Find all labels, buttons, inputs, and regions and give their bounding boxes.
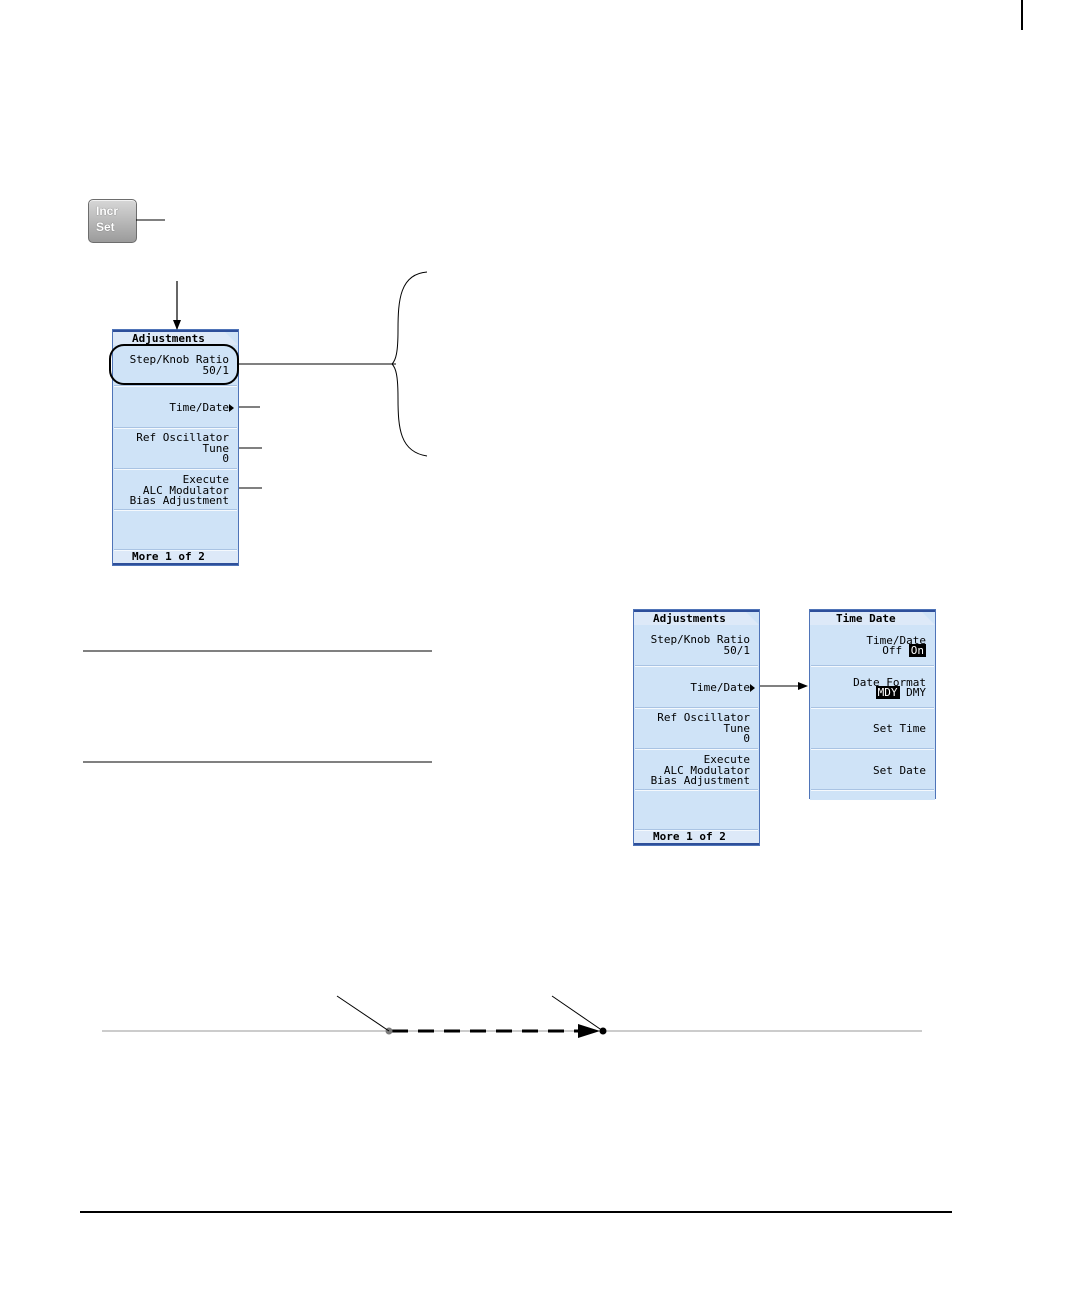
softkey-empty[interactable] <box>114 511 237 551</box>
end-point-leader <box>551 995 604 1032</box>
off-on-toggle: Off On <box>882 644 926 657</box>
submenu-arrow-icon <box>229 404 234 412</box>
submenu-arrow-icon <box>750 684 755 692</box>
softkey-date-format[interactable]: Date Format MDY DMY <box>811 667 934 709</box>
softkey-set-date[interactable]: Set Date <box>811 750 934 791</box>
menu-title: Adjustments <box>634 610 759 625</box>
dmy-option: DMY <box>906 686 926 699</box>
softkey-step-knob-ratio[interactable]: Step/Knob Ratio 50/1 <box>114 345 237 387</box>
adjustments-menu-right: Adjustments Step/Knob Ratio 50/1 Time/Da… <box>633 609 760 846</box>
softkey-empty[interactable] <box>635 791 758 831</box>
softkey-label: Step/Knob Ratio 50/1 <box>650 633 750 657</box>
hardkey-line1: Incr <box>96 204 119 218</box>
softkey-label: Time/Date <box>866 634 926 647</box>
menu-title: Time Date <box>810 610 935 625</box>
on-option-selected: On <box>908 644 926 657</box>
softkey-label: Time/Date <box>690 681 750 694</box>
softkey-time-date[interactable]: Time/Date <box>635 667 758 709</box>
softkey-ref-oscillator-tune[interactable]: Ref Oscillator Tune 0 <box>635 709 758 750</box>
menu-title: Adjustments <box>113 330 238 345</box>
softkey-label: Time/Date <box>169 401 229 414</box>
softkey-label: Set Time <box>873 722 926 735</box>
menu-bottom-strip <box>810 791 935 800</box>
hardkey-line2: Set <box>96 220 115 234</box>
softkey-set-time[interactable]: Set Time <box>811 709 934 750</box>
softkey-time-date[interactable]: Time/Date <box>114 387 237 429</box>
off-option: Off <box>882 644 903 657</box>
softkey-label: Date Format <box>853 676 926 689</box>
softkey-alc-modulator-bias[interactable]: Execute ALC Modulator Bias Adjustment <box>114 470 237 511</box>
more-1-of-2-key[interactable]: More 1 of 2 <box>113 551 238 565</box>
mdy-dmy-toggle: MDY DMY <box>875 686 926 699</box>
adjustments-menu-left: Adjustments Step/Knob Ratio 50/1 Time/Da… <box>112 329 239 566</box>
softkey-ref-oscillator-tune[interactable]: Ref Oscillator Tune 0 <box>114 429 237 470</box>
timeline-arrowhead <box>578 1024 600 1038</box>
softkey-label: Ref Oscillator Tune 0 <box>136 431 229 465</box>
softkey-label: Set Date <box>873 764 926 777</box>
time-date-menu: Time Date Time/Date Off On Date Format M… <box>809 609 936 800</box>
softkey-step-knob-ratio[interactable]: Step/Knob Ratio 50/1 <box>635 625 758 667</box>
more-1-of-2-key[interactable]: More 1 of 2 <box>634 831 759 845</box>
softkey-time-date-toggle[interactable]: Time/Date Off On <box>811 625 934 667</box>
softkey-label: Execute ALC Modulator Bias Adjustment <box>129 473 229 507</box>
curly-brace <box>391 271 428 457</box>
softkey-label: Execute ALC Modulator Bias Adjustment <box>650 753 750 787</box>
incr-set-hardkey[interactable]: Incr Set <box>88 199 137 243</box>
mdy-option-selected: MDY <box>875 686 900 699</box>
start-point-leader <box>336 995 390 1032</box>
softkey-label: Ref Oscillator Tune 0 <box>657 711 750 745</box>
step-knob-highlight-oval <box>109 344 239 385</box>
softkey-alc-modulator-bias[interactable]: Execute ALC Modulator Bias Adjustment <box>635 750 758 791</box>
softkey-label: Step/Knob Ratio 50/1 <box>129 353 229 377</box>
